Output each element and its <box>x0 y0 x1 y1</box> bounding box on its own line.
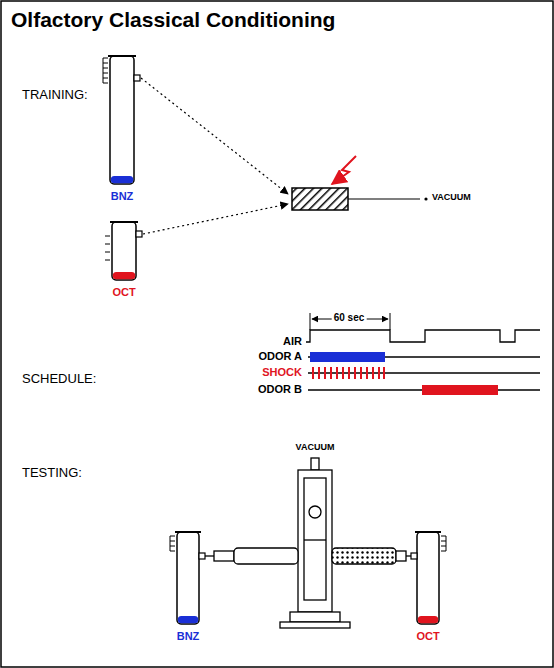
trace-label: AIR <box>283 335 302 348</box>
odor-vial: BNZ <box>108 56 136 203</box>
trace-label: ODOR A <box>258 350 302 363</box>
vial-outline <box>112 222 136 280</box>
vial-outline <box>417 532 439 624</box>
vacuum-label: VACUUM <box>296 442 335 452</box>
section-heading: SCHEDULE: <box>22 372 96 387</box>
title: Olfactory Classical Conditioning <box>11 8 335 32</box>
odor-vial: OCT <box>110 222 138 299</box>
t-maze <box>205 458 411 628</box>
section-heading: TRAINING: <box>22 88 88 103</box>
schedule-traces <box>306 313 540 395</box>
odor-name: BNZ <box>111 190 134 203</box>
odor-name: OCT <box>112 286 135 299</box>
vacuum-label: VACUUM <box>432 192 471 202</box>
vial-outline <box>177 532 199 624</box>
vial-outline <box>110 56 134 184</box>
odor-vial: BNZ <box>175 532 202 643</box>
odor-name: OCT <box>416 630 439 643</box>
duration-label: 60 sec <box>332 312 367 324</box>
trace-label: ODOR B <box>258 383 302 396</box>
training-setup <box>141 78 428 234</box>
trace-label: SHOCK <box>262 366 302 379</box>
odor-vial: OCT <box>414 532 442 643</box>
odor-name: BNZ <box>177 630 200 643</box>
section-heading: TESTING: <box>22 466 82 481</box>
